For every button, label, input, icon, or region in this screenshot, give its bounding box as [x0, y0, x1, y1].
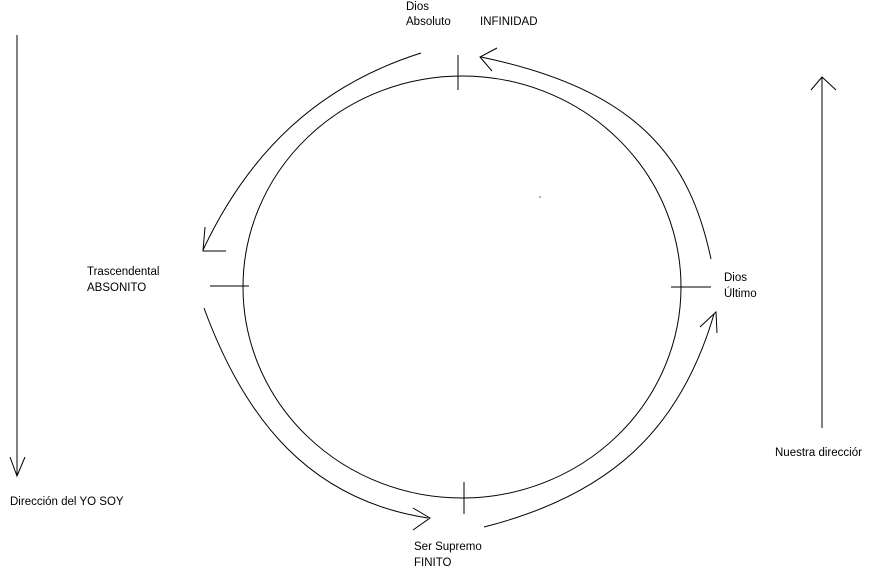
label-left-absonito: ABSONITO [87, 282, 146, 294]
label-top-dios: Dios [406, 1, 429, 13]
label-top-infinidad: INFINIDAD [480, 16, 538, 28]
label-right-ultimo: Último [724, 287, 757, 300]
label-left-direction: Dirección del YO SOY [10, 496, 124, 508]
flow-arrow-bottom-to-right [483, 313, 715, 528]
label-bottom-finito: FINITO [414, 557, 452, 569]
label-right-dios: Dios [724, 272, 747, 284]
flow-arrow-top-to-left [202, 52, 422, 251]
central-circle [242, 75, 682, 499]
flow-arrow-left-to-bottom-head [412, 507, 431, 531]
flow-arrows [202, 47, 718, 531]
label-top-absoluto: Absoluto [406, 16, 451, 28]
flow-arrow-right-to-top-head [479, 47, 498, 72]
tick-marks [210, 55, 711, 514]
flow-arrow-right-to-top [480, 56, 712, 260]
label-right-direction: Nuestra direcciór [775, 447, 862, 459]
flow-arrow-bottom-to-right-head [699, 310, 718, 334]
down-direction-arrow [9, 35, 26, 478]
label-bottom-ser-supremo: Ser Supremo [414, 541, 482, 553]
flow-arrow-left-to-bottom [203, 307, 429, 519]
up-direction-arrow [810, 76, 837, 428]
stray-dot [539, 196, 541, 198]
label-left-trascendental: Trascendental [87, 266, 159, 278]
flow-arrow-top-to-left-head [202, 226, 226, 252]
